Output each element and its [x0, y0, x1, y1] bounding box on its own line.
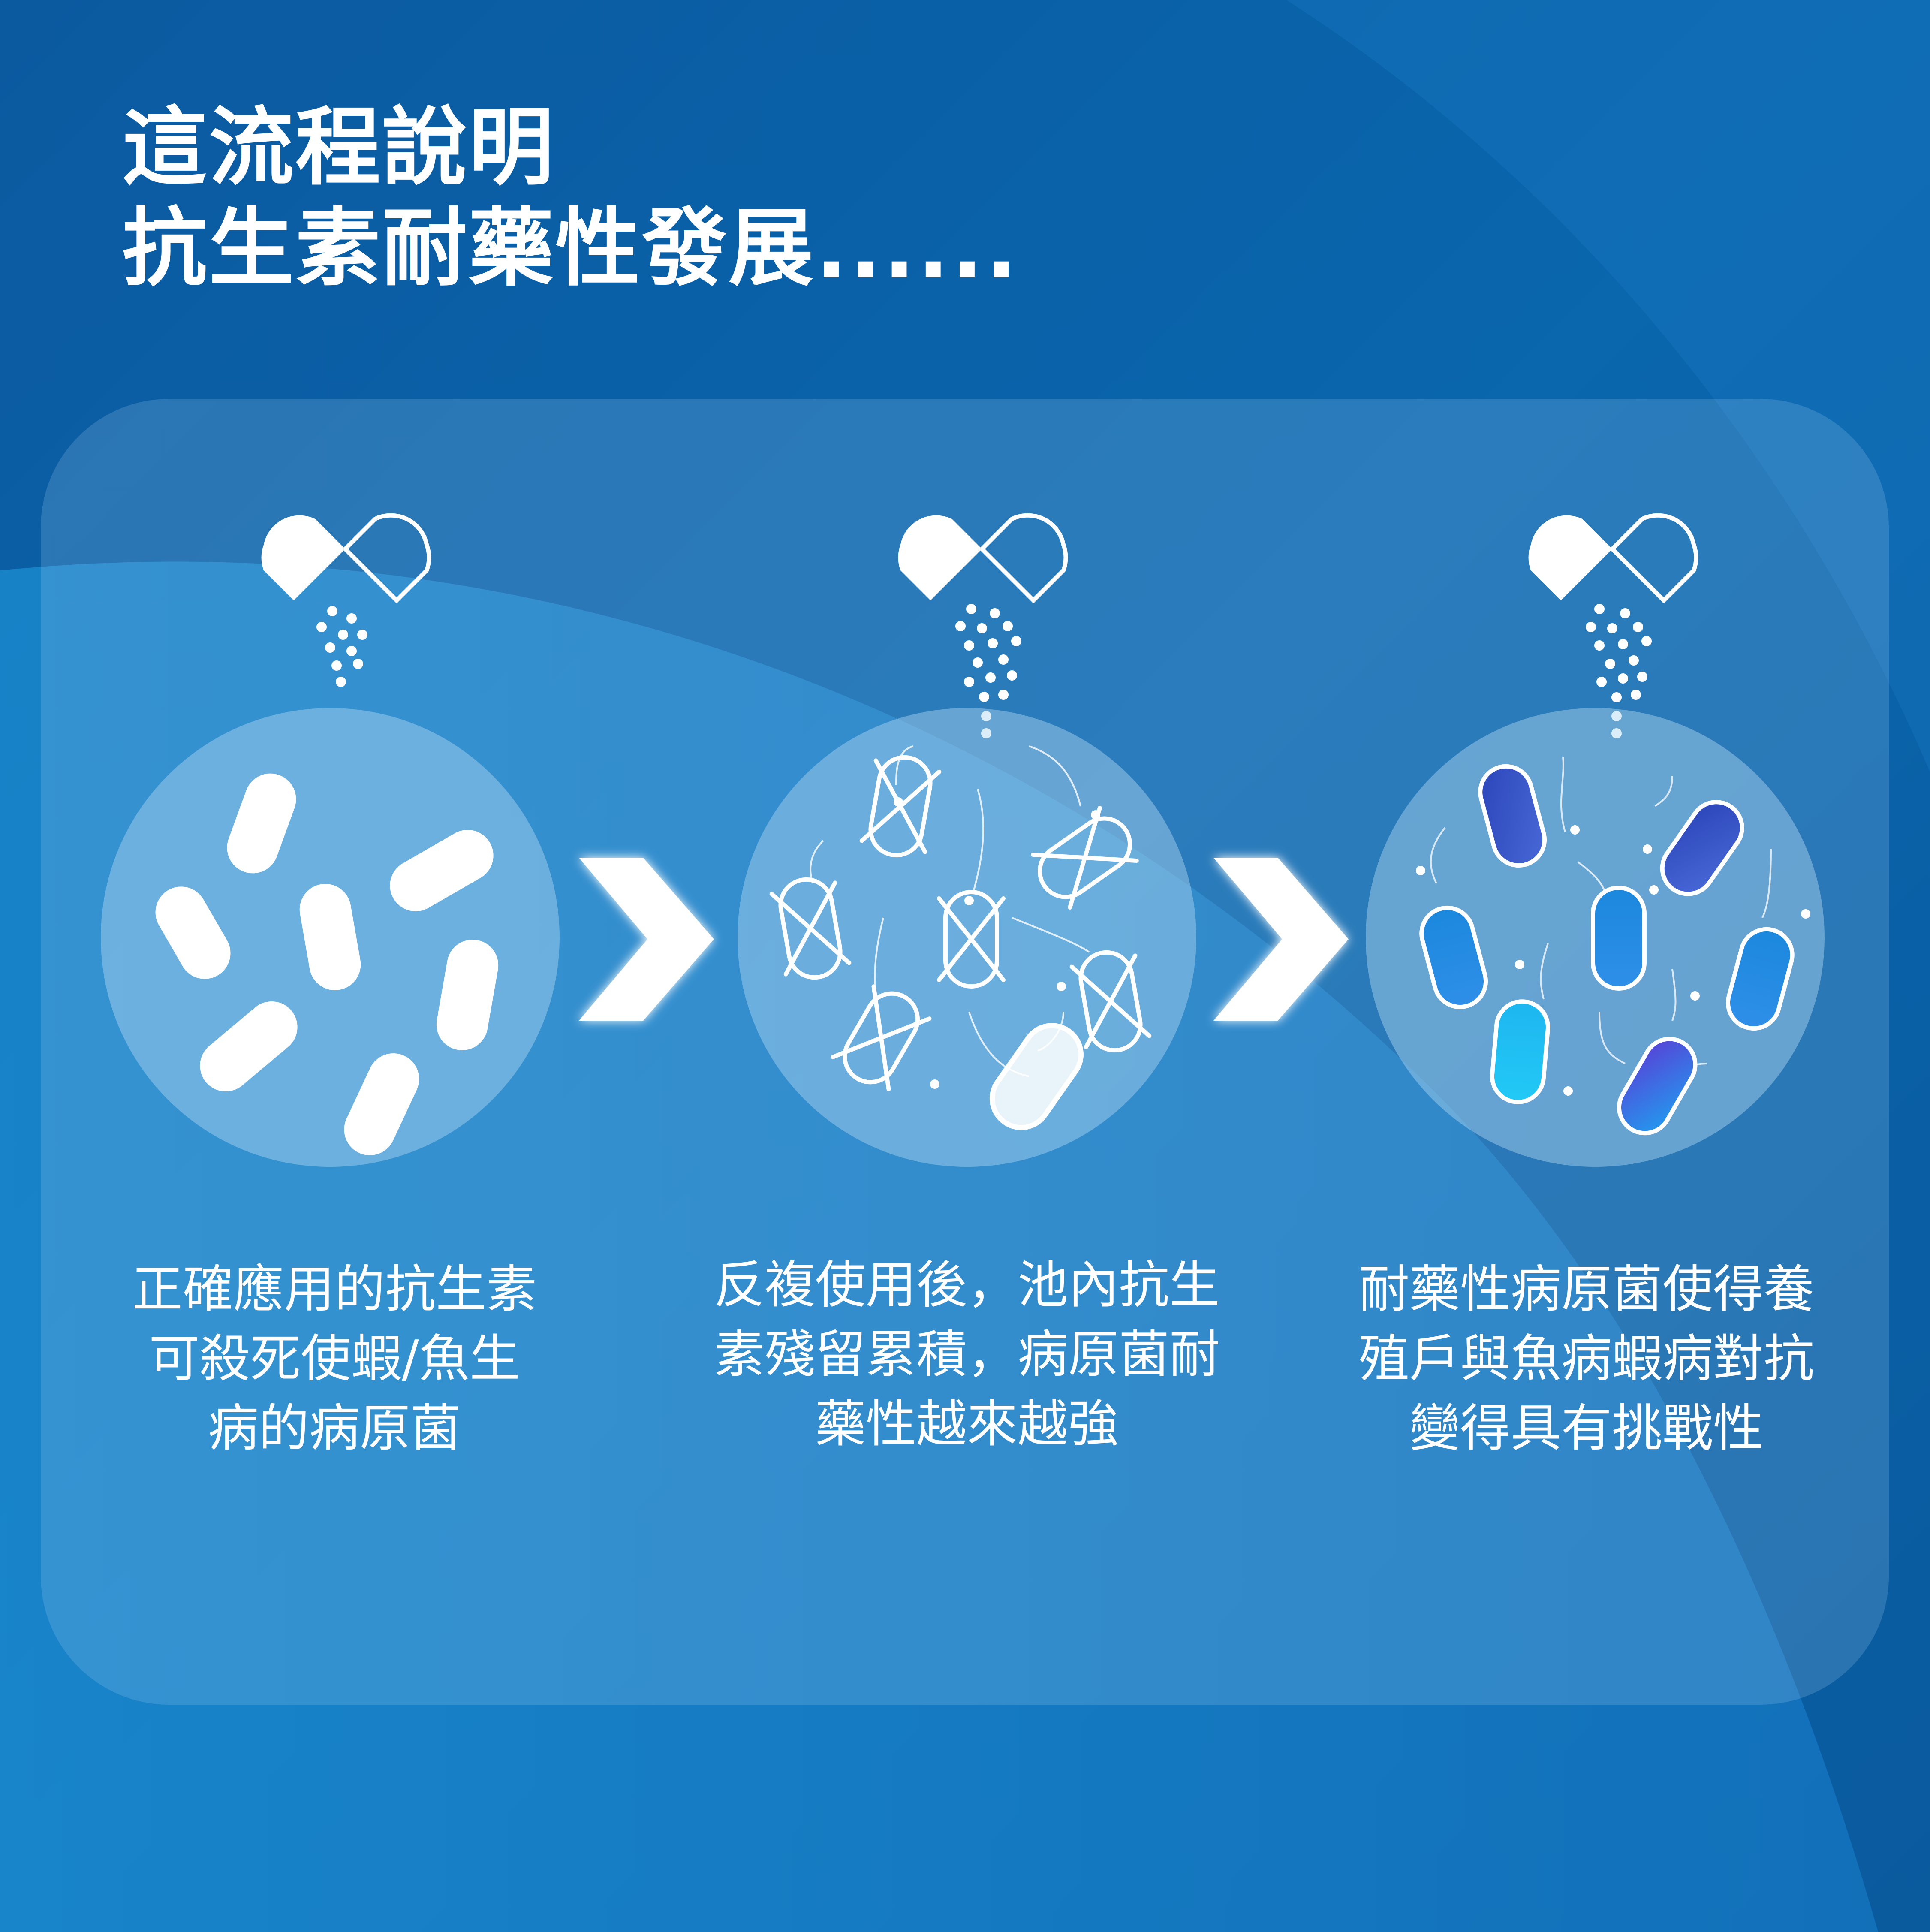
- capsule-icon: [898, 513, 1068, 604]
- antibiotic-particles: [955, 604, 1021, 738]
- capsule-icon: [1528, 513, 1698, 604]
- dead-bacteria: [769, 755, 1152, 1091]
- antibiotic-particles: [1586, 604, 1652, 738]
- caption-line: 正確應用的抗生素: [132, 1260, 537, 1319]
- antibiotic-particles: [316, 606, 367, 687]
- step-3-illustration: [1366, 513, 1825, 1167]
- bacteria-icon: [155, 773, 499, 1155]
- caption-line: 反複使用後，池內抗生: [714, 1255, 1220, 1314]
- capsule-icon: [261, 513, 431, 604]
- chevron-right-icon: [579, 858, 714, 1021]
- step-1-illustration: [101, 513, 560, 1167]
- caption-line: 可殺死使蝦/魚生: [149, 1329, 520, 1388]
- caption-line: 病的病原菌: [208, 1399, 461, 1458]
- caption-line: 素殘留累積，病原菌耐: [714, 1325, 1220, 1384]
- step-2-caption: 反複使用後，池內抗生 素殘留累積，病原菌耐 藥性越來越強: [667, 1250, 1267, 1459]
- caption-line: 殖戶與魚病蝦病對抗: [1358, 1329, 1814, 1388]
- step-3-caption: 耐藥性病原菌使得養 殖戶與魚病蝦病對抗 變得具有挑戰性: [1286, 1254, 1887, 1463]
- chevron-right-icon: [1213, 858, 1349, 1021]
- caption-line: 耐藥性病原菌使得養: [1358, 1260, 1814, 1319]
- step-1-caption: 正確應用的抗生素 可殺死使蝦/魚生 病的病原菌: [34, 1254, 635, 1463]
- flow-arrows: [810, 745, 1090, 1077]
- caption-line: 變得具有挑戰性: [1409, 1399, 1764, 1458]
- step-2-illustration: [738, 513, 1196, 1167]
- bacteria-icon: [989, 1023, 1084, 1130]
- bacteria-icon: [1419, 764, 1795, 1136]
- page-title-line-1: 這流程說明: [122, 98, 555, 197]
- page-title-line-2: 抗生素耐藥性發展......: [122, 199, 1019, 298]
- caption-line: 藥性越來越強: [815, 1394, 1119, 1453]
